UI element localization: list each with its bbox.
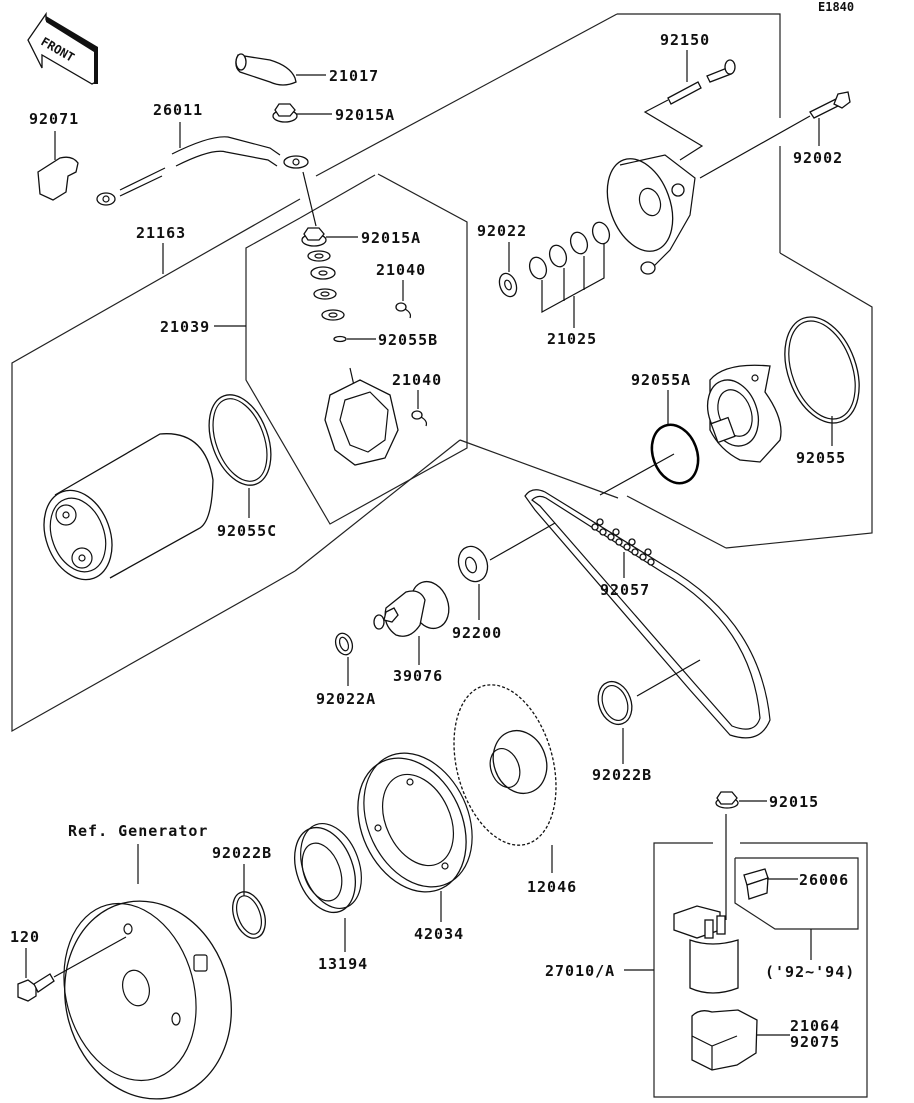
- part-92022B-washer-left[interactable]: 92022B: [212, 844, 272, 943]
- part-26006-fuse[interactable]: 26006: [743, 868, 849, 900]
- part-21040-brush-b[interactable]: 21040: [392, 371, 442, 427]
- part-26011-starter-cable[interactable]: 26011: [96, 101, 317, 227]
- part-21040-brush-a[interactable]: 21040: [376, 261, 426, 319]
- part-label: 92015A: [335, 106, 395, 124]
- part-21163-starter-motor[interactable]: 21163: [136, 224, 186, 274]
- part-92015A-nut-top[interactable]: 92015A: [272, 103, 395, 124]
- part-92150-screw[interactable]: 92150: [643, 31, 736, 161]
- part-label: 92015: [769, 793, 819, 811]
- part-92055-o-ring-large[interactable]: 92055: [771, 307, 873, 467]
- part-label: 92150: [660, 31, 710, 49]
- part-label: 92055B: [378, 331, 438, 349]
- part-label: 92002: [793, 149, 843, 167]
- part-label: 92015A: [361, 229, 421, 247]
- part-92022A-washer[interactable]: 92022A: [316, 631, 376, 708]
- part-label: 21025: [547, 330, 597, 348]
- part-label: 92055: [796, 449, 846, 467]
- part-92055A-o-ring[interactable]: 92055A: [599, 371, 706, 496]
- part-label: 21040: [376, 261, 426, 279]
- part-label: 92022B: [592, 766, 652, 784]
- generator-rotor-drawing: Ref. Generator: [63, 822, 232, 1100]
- part-label: 21040: [392, 371, 442, 389]
- part-21025-shim-set[interactable]: 21025: [527, 220, 613, 348]
- part-label: 21039: [160, 318, 210, 336]
- part-label: 21064: [790, 1017, 840, 1035]
- part-21017-terminal-cap[interactable]: 21017: [235, 53, 379, 86]
- part-label: 26006: [799, 871, 849, 889]
- part-92002-bolt[interactable]: 92002: [699, 91, 851, 179]
- part-label: 92200: [452, 624, 502, 642]
- part-39076-starter-clutch-gear[interactable]: 39076: [373, 576, 455, 685]
- part-12046-starter-driven-gear[interactable]: 12046: [437, 673, 577, 896]
- part-label: 92022A: [316, 690, 376, 708]
- year-note-label: ('92~'94): [765, 963, 855, 981]
- part-13194-one-way-clutch[interactable]: 13194: [284, 815, 373, 973]
- brush-plate-drawing: [324, 367, 399, 466]
- part-92015-nut[interactable]: 92015: [715, 791, 819, 920]
- part-21064-92075-relay-cover[interactable]: 21064 92075: [691, 1009, 840, 1071]
- year-range-note: ('92~'94): [765, 929, 855, 981]
- part-label: 12046: [527, 878, 577, 896]
- part-92055C-o-ring[interactable]: 92055C: [198, 386, 283, 540]
- part-label: 39076: [393, 667, 443, 685]
- part-label: 21017: [329, 67, 379, 85]
- part-label: 92071: [29, 110, 79, 128]
- part-label: 92055A: [631, 371, 691, 389]
- brush-holder-group-boundary: [245, 173, 468, 525]
- part-label: 92022B: [212, 844, 272, 862]
- fuse-subgroup-boundary: [734, 857, 859, 930]
- part-42034-clutch-housing[interactable]: 42034: [337, 735, 493, 943]
- front-arrow-icon: FRONT: [27, 11, 98, 85]
- motor-yoke-drawing: [43, 433, 214, 581]
- end-cover-drawing: [606, 154, 696, 275]
- part-92200-washer[interactable]: 92200: [452, 522, 556, 642]
- part-27010A-starter-relay[interactable]: 27010/A: [545, 905, 739, 994]
- ref-generator-label: Ref. Generator: [68, 822, 208, 840]
- part-92055B-o-ring-small[interactable]: 92055B: [333, 331, 438, 349]
- part-120-bolt[interactable]: 120: [10, 928, 127, 1002]
- part-92057-chain[interactable]: 92057: [524, 489, 771, 739]
- part-label: 92057: [600, 581, 650, 599]
- part-label: 27010/A: [545, 962, 615, 980]
- part-92022-washer[interactable]: 92022: [477, 222, 527, 299]
- relay-group-boundary: [653, 842, 868, 1098]
- diagram-code: E1840: [818, 0, 854, 14]
- part-label: 92055C: [217, 522, 277, 540]
- chain-links: [591, 518, 655, 566]
- part-label: 42034: [414, 925, 464, 943]
- washer-stack: [307, 250, 345, 321]
- part-label: 120: [10, 928, 40, 946]
- part-21039-brush-holder-set[interactable]: 21039: [160, 318, 246, 336]
- reduction-housing-drawing: [706, 364, 782, 463]
- starter-motor-assembly-boundary: [11, 13, 873, 733]
- part-label: 92022: [477, 222, 527, 240]
- part-label: 92075: [790, 1033, 840, 1051]
- part-92015A-nut-mid[interactable]: 92015A: [301, 227, 421, 247]
- part-label: 26011: [153, 101, 203, 119]
- part-92022B-washer-right[interactable]: 92022B: [592, 659, 701, 784]
- part-label: 13194: [318, 955, 368, 973]
- part-label: 21163: [136, 224, 186, 242]
- part-92071-terminal-boot[interactable]: 92071: [29, 110, 79, 201]
